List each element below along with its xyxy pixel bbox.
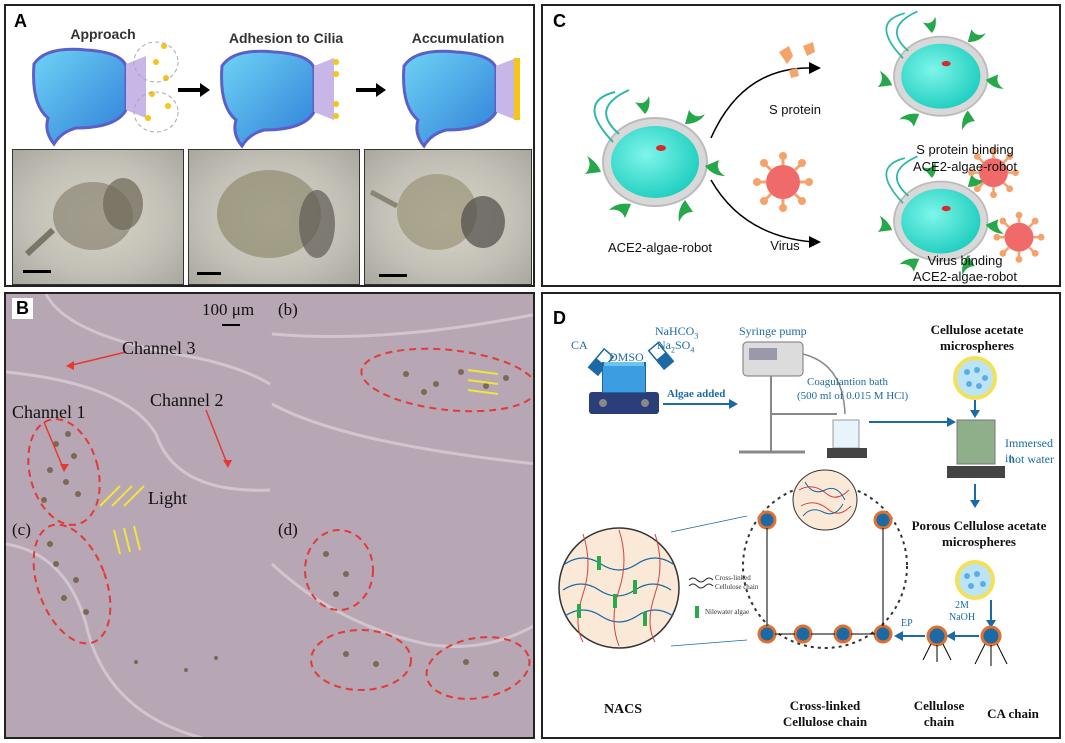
scale-bar	[197, 272, 221, 275]
micrograph-quadrant-a	[6, 294, 270, 512]
s-protein-label: S protein	[768, 102, 822, 117]
v-binding-label-2: ACE2-algae-robot	[912, 269, 1018, 284]
label-ca-micro-2: microspheres	[940, 338, 1014, 353]
nacs-circle	[558, 527, 680, 649]
label-ca-micro-1: Cellulose acetate	[930, 322, 1024, 337]
balance	[827, 448, 867, 458]
panel-d: D	[541, 292, 1061, 739]
micrograph-quadrant-c	[6, 514, 270, 737]
light-label: Light	[148, 488, 187, 508]
stage-title-accumulation: Accumulation	[411, 30, 505, 46]
label-naoh-1: 2M	[955, 600, 969, 611]
rotifer-adhesion	[220, 49, 339, 149]
panel-c: C	[541, 4, 1061, 287]
legend-algae: Nilewater algae	[705, 608, 750, 616]
porous-microsphere	[955, 560, 995, 600]
virus-label: Virus	[770, 238, 800, 253]
stage-title-adhesion: Adhesion to Cilia	[228, 30, 344, 46]
label-porous-2: microspheres	[942, 534, 1016, 549]
s-binding-robot	[876, 10, 1005, 132]
micrograph-approach	[12, 149, 184, 285]
scale-text: 100 μm	[202, 300, 255, 319]
label-na2so4: Na2SO4	[657, 338, 695, 355]
v-binding-label-1: Virus binding	[927, 253, 1003, 268]
vial-salts	[647, 341, 675, 371]
scale-bar	[23, 270, 51, 273]
s-protein-icons	[779, 42, 815, 78]
sublabel-d: (d)	[278, 520, 298, 539]
channel-overlay	[6, 294, 533, 737]
s-binding-label-1: S protein binding	[916, 142, 1014, 157]
channel-2-label: Channel 2	[150, 390, 224, 410]
algae-robot-diagram	[584, 10, 1046, 277]
hot-plate	[589, 392, 659, 414]
s-binding-label-2: ACE2-algae-robot	[912, 159, 1018, 174]
legend-algae-icon	[695, 606, 699, 618]
label-ca-chain: CA chain	[987, 706, 1039, 721]
vial-ca	[587, 347, 615, 377]
label-algae-added: Algae added	[667, 388, 726, 400]
panel-a: A Approach Adhesion to Cilia Accumulatio…	[4, 4, 535, 287]
legend-crosslinked-2: Cellulose chain	[715, 583, 759, 591]
label-coag-1: Coagulantion bath	[807, 376, 888, 388]
virus-icon	[751, 150, 815, 214]
label-naoh-2: NaOH	[949, 612, 976, 623]
label-syringe-pump: Syringe pump	[739, 324, 807, 338]
sublabel-c: (c)	[12, 520, 31, 539]
stage-arrow-1	[178, 83, 210, 97]
panel-label-a: A	[14, 11, 27, 31]
micrograph-adhesion	[188, 149, 360, 285]
label-coag-2: (500 ml of 0.015 M HCl)	[797, 390, 909, 402]
label-cellulose-2: chain	[923, 714, 955, 729]
stage-arrow-2	[356, 83, 386, 97]
rotifer-schematics	[32, 41, 520, 149]
label-nacs: NACS	[603, 702, 643, 717]
rotifer-accumulation	[402, 49, 520, 149]
cellulose-node	[926, 625, 948, 647]
label-porous-1: Porous Cellulose acetate	[911, 518, 1047, 533]
process-diagram	[558, 341, 1008, 666]
microsphere	[953, 356, 997, 400]
label-immersed-1: Immersed in	[1005, 436, 1053, 465]
micrograph-quadrant-b	[272, 294, 533, 512]
robot-label: ACE2-algae-robot	[607, 240, 713, 255]
label-dmso: DMSO	[609, 350, 644, 364]
legend-crosslinked-icon	[688, 577, 714, 583]
label-immersed-2: hot water	[1009, 452, 1054, 466]
panel-label-d: D	[553, 308, 566, 328]
algae-robot	[584, 89, 726, 223]
hot-water-beaker	[956, 419, 996, 465]
stage-title-approach: Approach	[70, 26, 136, 42]
channel-3-label: Channel 3	[122, 338, 196, 358]
panel-b: B 100 μm (b) (c) (d) Channel 3 Channel 2…	[4, 292, 535, 739]
label-nahco3: NaHCO3	[655, 324, 699, 341]
channel-1-label: Channel 1	[12, 402, 86, 422]
micrograph-quadrant-d	[272, 514, 533, 737]
sublabel-b: (b)	[278, 300, 298, 319]
panel-label-b: B	[12, 298, 33, 319]
rotifer-approach	[32, 41, 179, 147]
panel-label-c: C	[553, 11, 566, 31]
label-cross-2: Cellulose chain	[782, 714, 868, 729]
legend-crosslinked-1: Cross-linked	[715, 574, 751, 582]
micrograph-accumulation	[364, 149, 532, 285]
scale-bar	[379, 274, 407, 277]
label-cross-1: Cross-linked	[789, 698, 861, 713]
label-ca: CA	[571, 338, 588, 352]
label-ep: EP	[901, 618, 913, 629]
label-cellulose-1: Cellulose	[913, 698, 965, 713]
